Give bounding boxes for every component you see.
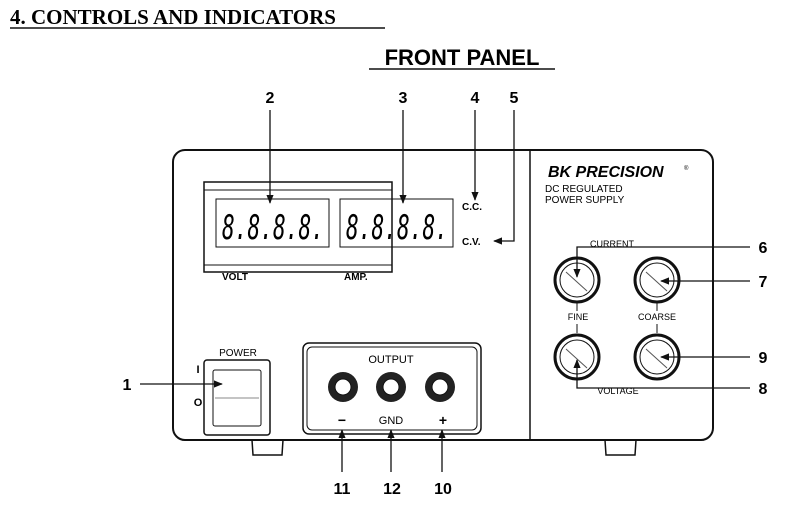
callout-4: 4 xyxy=(471,90,480,107)
callout-11: 11 xyxy=(334,481,351,498)
callout-5: 5 xyxy=(510,90,519,107)
coarse-label: COARSE xyxy=(638,312,676,322)
current-coarse-knob[interactable] xyxy=(633,256,681,304)
volt-readout: 8.8.8.8. xyxy=(222,208,324,248)
voltage-label: VOLTAGE xyxy=(597,386,638,396)
callout-10: 10 xyxy=(434,481,452,498)
brand-logo: BK PRECISION xyxy=(548,164,664,181)
panel-body xyxy=(172,149,714,441)
negative-label: − xyxy=(338,412,346,428)
power-off-mark: O xyxy=(194,397,203,409)
brand-registered-mark: ® xyxy=(684,165,689,172)
callout-12: 12 xyxy=(383,481,401,498)
positive-label: + xyxy=(439,412,447,428)
callout-8: 8 xyxy=(759,381,768,398)
cv-indicator: C.V. xyxy=(462,237,481,248)
gnd-terminal[interactable] xyxy=(376,372,406,402)
gnd-label: GND xyxy=(379,415,404,427)
negative-terminal[interactable] xyxy=(328,372,358,402)
output-label: OUTPUT xyxy=(368,354,414,366)
volt-label: VOLT xyxy=(222,272,248,283)
cc-indicator: C.C. xyxy=(462,202,482,213)
power-on-mark: I xyxy=(196,364,199,376)
callout-leaders xyxy=(140,110,750,472)
amp-readout: 8.8.8.8. xyxy=(346,208,448,248)
foot-left xyxy=(251,439,284,456)
power-label: POWER xyxy=(219,348,257,359)
display-bezel xyxy=(203,181,393,273)
callout-2: 2 xyxy=(266,90,275,107)
callout-7: 7 xyxy=(759,274,768,291)
callout-1: 1 xyxy=(123,377,132,394)
foot-right xyxy=(604,439,637,456)
subtitle-line1: DC REGULATED xyxy=(545,184,623,195)
section-heading: 4. CONTROLS AND INDICATORS xyxy=(10,5,336,29)
callout-9: 9 xyxy=(759,350,768,367)
amp-label: AMP. xyxy=(344,272,368,283)
power-switch[interactable] xyxy=(212,369,262,427)
positive-terminal[interactable] xyxy=(425,372,455,402)
subtitle-line2: POWER SUPPLY xyxy=(545,195,625,206)
current-label: CURRENT xyxy=(590,239,635,249)
fine-label: FINE xyxy=(568,312,589,322)
amp-display xyxy=(339,198,454,248)
callout-6: 6 xyxy=(759,240,768,257)
power-switch-frame xyxy=(203,359,271,436)
callout-3: 3 xyxy=(399,90,408,107)
figure-title: FRONT PANEL xyxy=(385,45,540,70)
